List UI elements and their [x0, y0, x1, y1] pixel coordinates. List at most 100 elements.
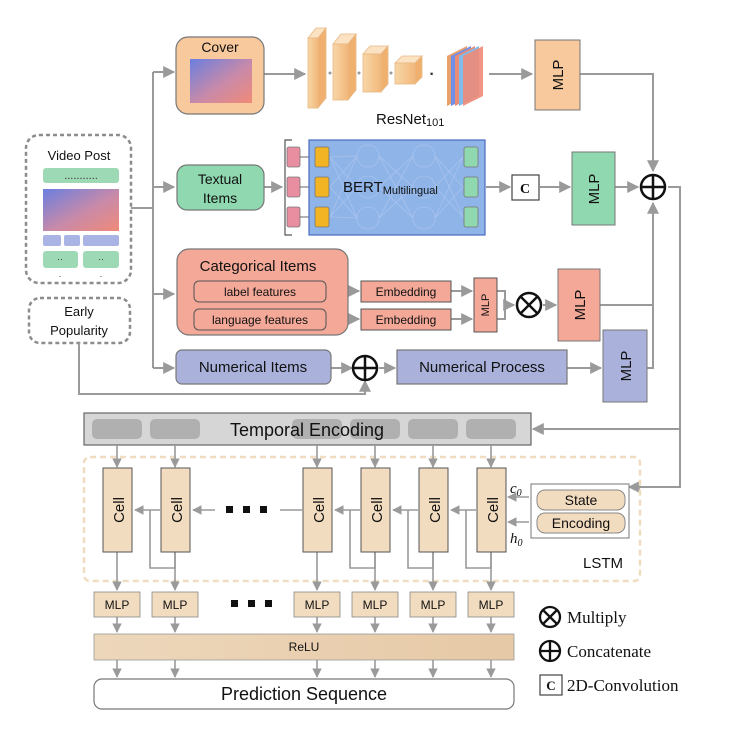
output-mlp: MLP	[467, 591, 515, 618]
svg-text:ReLU: ReLU	[289, 640, 320, 654]
categorical-mlp: MLP	[557, 268, 601, 342]
cover-image	[190, 59, 252, 103]
c0-label: c0	[510, 481, 522, 499]
svg-text:··: ··	[57, 254, 63, 264]
textual-mlp: MLP	[571, 151, 616, 226]
state-encoding-block: State Encoding	[530, 483, 630, 539]
prediction-sequence-box: Prediction Sequence	[93, 678, 515, 710]
video-post-dots: ...........	[64, 170, 98, 182]
output-mlp: MLP	[293, 591, 341, 618]
bert-label: BERTMultilingual	[343, 179, 438, 197]
language-features: language features	[212, 313, 308, 327]
lstm-cell: Cell	[160, 467, 191, 553]
output-mlp: MLP	[351, 591, 399, 618]
lstm-cell: Cell	[360, 467, 391, 553]
video-post-image	[43, 189, 119, 231]
legend: Multiply Concatenate C 2D-Convolution	[538, 605, 679, 696]
legend-conv: C 2D-Convolution	[539, 674, 679, 696]
lstm-cell: Cell	[102, 467, 133, 553]
lstm-cell: Cell	[302, 467, 333, 553]
textual-items-box: Textual Items	[176, 164, 265, 211]
temporal-encoding-label: Temporal Encoding	[230, 420, 384, 440]
early-label-line1: Early	[64, 304, 94, 319]
lstm-cells: Cell Cell Cell Cell Cell Cell	[102, 467, 507, 553]
svg-text:Cell: Cell	[111, 497, 128, 523]
output-mlps: MLP MLP MLP MLP MLP MLP	[93, 591, 515, 618]
output-mlp: MLP	[409, 591, 457, 618]
early-concat-operator	[351, 354, 379, 382]
svg-text:Items: Items	[203, 190, 237, 206]
feature-map-stack	[447, 46, 483, 106]
svg-text:··: ··	[98, 254, 104, 264]
cell-ellipsis	[226, 506, 267, 513]
legend-concatenate: Concatenate	[538, 639, 651, 663]
svg-text:MLP: MLP	[480, 294, 492, 317]
conv-block: C	[511, 174, 540, 201]
svg-text:MLP: MLP	[305, 598, 330, 612]
concat-operator	[639, 173, 667, 201]
svg-text:MLP: MLP	[572, 290, 589, 321]
svg-text:Cell: Cell	[427, 497, 444, 523]
lstm-label: LSTM	[583, 555, 623, 572]
resnet-cube-4	[394, 55, 423, 85]
mlp-ellipsis	[231, 600, 272, 607]
legend-multiply: Multiply	[538, 605, 627, 629]
svg-text:MLP: MLP	[105, 598, 130, 612]
cover-label: Cover	[201, 39, 239, 55]
svg-text:Categorical Items: Categorical Items	[200, 258, 317, 275]
svg-text:Cell: Cell	[169, 497, 186, 523]
resnet-block: · ResNet101	[307, 26, 483, 129]
h0-label: h0	[510, 531, 523, 549]
numerical-process-box: Numerical Process	[396, 349, 568, 385]
output-mlp: MLP	[93, 591, 141, 618]
embedding-1: Embedding	[360, 280, 452, 303]
svg-text:MLP: MLP	[363, 598, 388, 612]
output-mlp: MLP	[151, 591, 199, 618]
svg-text:MLP: MLP	[421, 598, 446, 612]
resnet-cube-2	[332, 32, 357, 102]
svg-text:Prediction Sequence: Prediction Sequence	[221, 684, 387, 704]
svg-text:MLP: MLP	[618, 351, 635, 382]
early-label-line2: Popularity	[50, 323, 108, 338]
svg-text:Numerical Process: Numerical Process	[419, 359, 545, 376]
routing-arrows	[78, 66, 681, 493]
svg-text:·: ·	[429, 66, 434, 83]
svg-text:MLP: MLP	[550, 60, 567, 91]
svg-text:Embedding: Embedding	[376, 285, 437, 299]
svg-text:Textual: Textual	[198, 171, 242, 187]
temporal-arrows	[112, 445, 529, 678]
resnet-label: ResNet101	[376, 111, 444, 129]
cover-mlp: MLP	[534, 39, 581, 111]
svg-text:Encoding: Encoding	[552, 515, 610, 531]
temporal-encoding-bar: Temporal Encoding	[83, 412, 532, 446]
svg-text:Cell: Cell	[311, 497, 328, 523]
categorical-items-box: Categorical Items label features languag…	[176, 248, 349, 336]
svg-text:Cell: Cell	[369, 497, 386, 523]
svg-text:·: ·	[59, 271, 62, 281]
svg-text:·: ·	[100, 271, 103, 281]
video-post-label: Video Post	[48, 148, 111, 163]
multiply-operator	[515, 291, 543, 319]
svg-text:MLP: MLP	[163, 598, 188, 612]
label-features: label features	[224, 285, 296, 299]
svg-text:2D-Convolution: 2D-Convolution	[567, 676, 679, 695]
resnet-cube-3	[362, 44, 389, 94]
svg-text:Multiply: Multiply	[567, 608, 627, 627]
svg-text:Concatenate: Concatenate	[567, 642, 651, 661]
svg-text:C: C	[546, 678, 555, 693]
lstm-cell: Cell	[476, 467, 507, 553]
video-post-input: Video Post ........... ·· ·· · ·	[24, 133, 133, 285]
resnet-cube-1	[307, 26, 327, 110]
bert-block: BERTMultilingual	[284, 139, 486, 236]
small-mlp: MLP	[473, 277, 498, 333]
lstm-container	[82, 455, 642, 583]
cover-box: Cover	[175, 36, 265, 115]
svg-text:MLP: MLP	[586, 174, 603, 205]
numerical-mlp: MLP	[602, 329, 648, 403]
svg-text:Cell: Cell	[485, 497, 502, 523]
numerical-items-box: Numerical Items	[175, 349, 332, 385]
relu-bar: ReLU	[93, 633, 515, 661]
svg-text:State: State	[565, 492, 598, 508]
early-popularity-input: Early Popularity	[27, 296, 132, 345]
